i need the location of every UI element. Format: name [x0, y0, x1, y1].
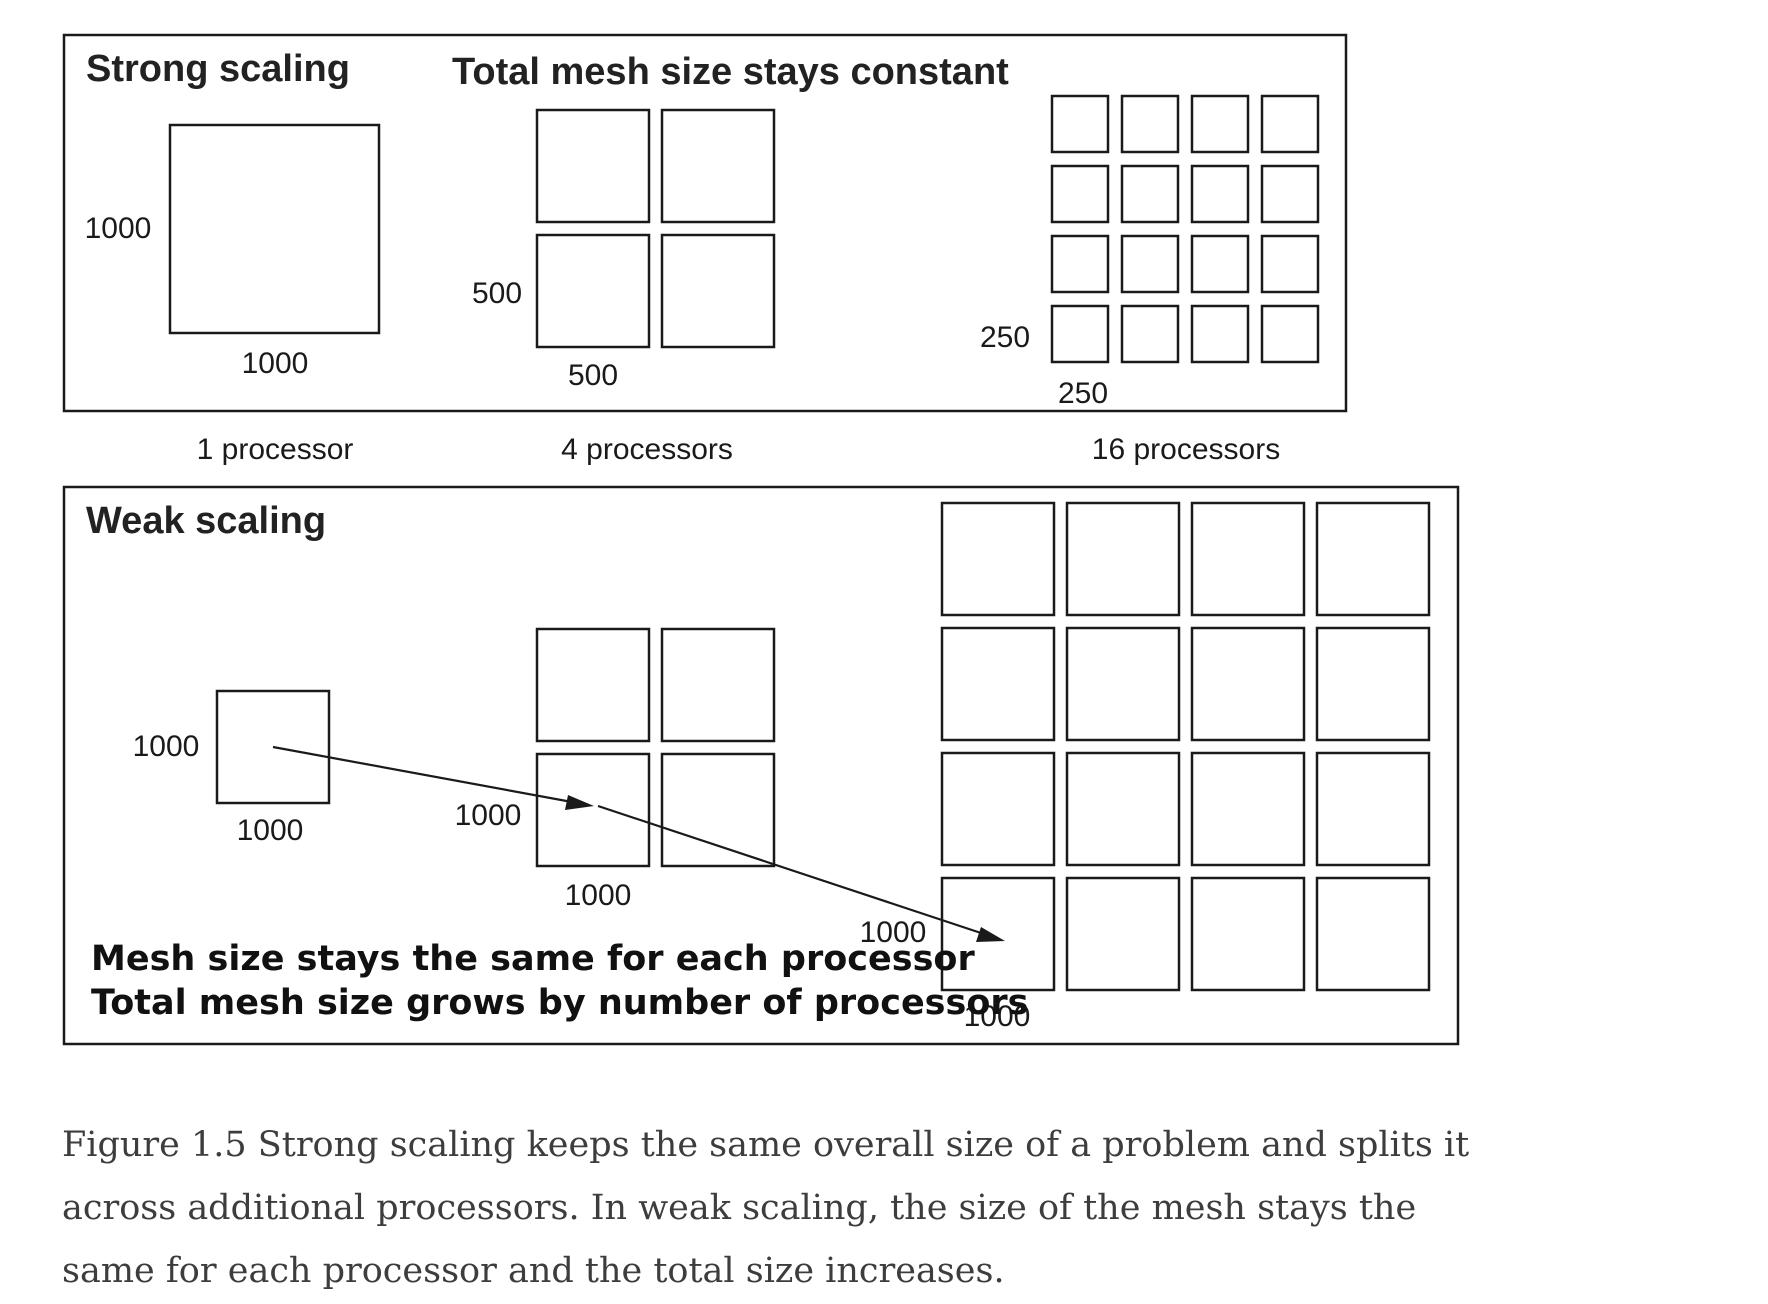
weak-scaling-note-line-1: Mesh size stays the same for each proces… [91, 939, 975, 979]
arrow-4-to-16 [597, 804, 1005, 942]
strong-4-width-label: 500 [568, 359, 618, 392]
mesh-cell [1050, 234, 1110, 294]
mesh-cell [1065, 751, 1181, 867]
mesh-cell [1260, 304, 1320, 364]
mesh-cell [1190, 501, 1306, 617]
mesh-cell [1120, 94, 1180, 154]
weak-mesh-16-processors [940, 501, 1431, 992]
strong-16-width-label: 250 [1058, 377, 1108, 410]
mesh-cell [1315, 751, 1431, 867]
strong-1-height-label: 1000 [85, 212, 152, 245]
weak-scaling-frame [62, 485, 1460, 1046]
weak-1-width-label: 1000 [237, 814, 304, 847]
mesh-cell [1065, 876, 1181, 992]
mesh-cell [940, 751, 1056, 867]
strong-1-width-label: 1000 [242, 347, 309, 380]
mesh-cell [535, 233, 651, 349]
strong-mesh-1-processor [168, 123, 381, 335]
mesh-cell [1120, 304, 1180, 364]
weak-4-width-label: 1000 [565, 879, 632, 912]
mesh-cell [1260, 164, 1320, 224]
mesh-cell [1050, 94, 1110, 154]
mesh-cell [1065, 501, 1181, 617]
weak-scaling-section: Weak scaling 1000 1000 1000 1000 1000 10… [62, 485, 1460, 1046]
mesh-cell [1190, 94, 1250, 154]
strong-4-height-label: 500 [472, 277, 522, 310]
strong-scaling-title: Strong scaling [86, 48, 350, 90]
mesh-cell [660, 752, 776, 868]
mesh-cell [1050, 164, 1110, 224]
mesh-cell [1120, 234, 1180, 294]
mesh-cell [660, 108, 776, 224]
arrow-1-to-4 [272, 745, 594, 810]
processor-count-label-1: 1 processor [197, 433, 354, 466]
figure-caption: Figure 1.5 Strong scaling keeps the same… [62, 1125, 1470, 1291]
processor-count-label-4: 4 processors [561, 433, 733, 466]
mesh-cell [535, 752, 651, 868]
strong-scaling-frame [62, 33, 1348, 413]
weak-16-height-label: 1000 [860, 916, 927, 949]
mesh-cell [1065, 626, 1181, 742]
mesh-cell [660, 627, 776, 743]
weak-1-height-label: 1000 [133, 730, 200, 763]
weak-mesh-4-processors [535, 627, 776, 868]
mesh-cell [1315, 626, 1431, 742]
mesh-cell [1190, 626, 1306, 742]
mesh-cell [1260, 234, 1320, 294]
mesh-cell [1190, 234, 1250, 294]
mesh-cell [1120, 164, 1180, 224]
mesh-cell [1260, 94, 1320, 154]
mesh-cell [1190, 751, 1306, 867]
mesh-cell [660, 233, 776, 349]
scaling-diagram: Strong scaling Total mesh size stays con… [62, 33, 1460, 1046]
mesh-cell [1190, 164, 1250, 224]
strong-16-height-label: 250 [980, 321, 1030, 354]
weak-scaling-note-line-2: Total mesh size grows by number of proce… [91, 983, 1028, 1023]
strong-mesh-4-processors [535, 108, 776, 349]
mesh-cell [535, 108, 651, 224]
weak-4-height-label: 1000 [455, 799, 522, 832]
mesh-cell [1050, 304, 1110, 364]
strong-scaling-section: Strong scaling Total mesh size stays con… [62, 33, 1348, 413]
weak-16-width-label: 1000 [964, 1000, 1031, 1033]
mesh-cell [940, 626, 1056, 742]
mesh-cell [168, 123, 381, 335]
mesh-cell [940, 876, 1056, 992]
mesh-cell [1190, 876, 1306, 992]
mesh-cell [940, 501, 1056, 617]
strong-mesh-16-processors [1050, 94, 1320, 364]
weak-scaling-title: Weak scaling [86, 500, 326, 542]
mesh-cell [535, 627, 651, 743]
processor-count-label-16: 16 processors [1092, 433, 1280, 466]
mesh-cell [1190, 304, 1250, 364]
mesh-cell [1315, 876, 1431, 992]
strong-scaling-subtitle: Total mesh size stays constant [452, 51, 1009, 93]
mesh-cell [1315, 501, 1431, 617]
